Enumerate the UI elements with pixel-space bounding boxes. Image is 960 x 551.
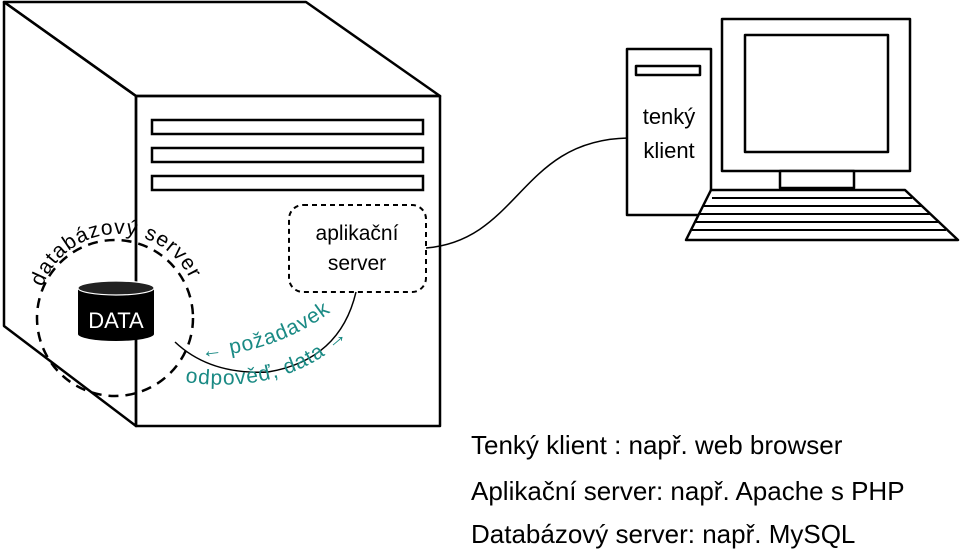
drive-bay-2 — [150, 146, 425, 164]
app-server-label-line1: aplikační — [316, 222, 399, 245]
legend-thin-client: Tenký klient : např. web browser — [471, 430, 843, 460]
server-front-face — [134, 94, 442, 428]
server-tower — [2, 0, 442, 428]
client-label-line2: klient — [643, 138, 694, 163]
client-computer — [625, 17, 960, 242]
legend-db-server: Databázový server: např. MySQL — [471, 519, 856, 549]
drive-bays — [150, 118, 425, 192]
app-server-box — [288, 204, 427, 293]
db-app-connector — [174, 291, 357, 373]
data-cylinder: DATA — [77, 280, 155, 341]
drive-bay-1 — [150, 118, 425, 136]
app-server-label-line2: server — [328, 252, 386, 275]
drive-bay-3 — [150, 174, 425, 192]
db-server-label: databázový server — [26, 216, 207, 289]
client-tower-drive — [634, 64, 702, 77]
monitor-screen — [743, 33, 890, 154]
db-server-circle — [35, 238, 195, 398]
monitor-stand — [778, 169, 856, 190]
client-tower — [625, 47, 713, 217]
server-left-face — [2, 0, 138, 428]
client-label-line1: tenký — [643, 104, 696, 129]
cylinder-body — [78, 288, 154, 334]
data-label: DATA — [88, 308, 144, 333]
cylinder-bottom — [78, 327, 154, 341]
network-cable — [425, 137, 629, 249]
cylinder-top — [77, 280, 155, 296]
keyboard-keys — [692, 197, 946, 231]
legend-app-server: Aplikační server: např. Apache s PHP — [471, 476, 905, 506]
